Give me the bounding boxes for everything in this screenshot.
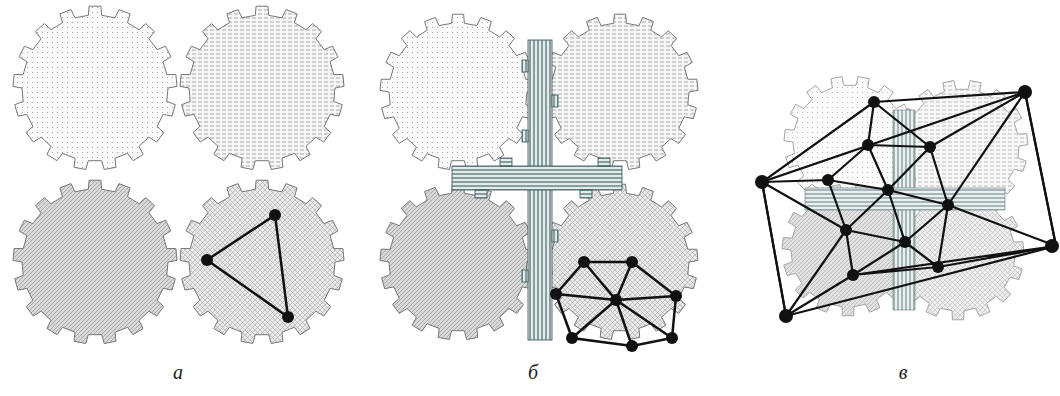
gear (380, 14, 536, 169)
graph-vertices (550, 256, 682, 352)
graph-vertices (201, 209, 294, 323)
gear-group-c (782, 77, 1028, 320)
panel-label: а (173, 362, 183, 382)
graph (762, 92, 1056, 316)
gear (13, 6, 177, 169)
panel-label: б (528, 362, 538, 382)
graph (207, 215, 288, 317)
gear-group-b (380, 14, 698, 352)
graph-vertices (755, 85, 1059, 323)
panel-label: в (899, 362, 908, 382)
gear (180, 6, 344, 169)
overlap-band (452, 40, 622, 340)
gear (13, 180, 177, 343)
gear (542, 14, 698, 169)
gear (380, 184, 536, 339)
graph (556, 262, 676, 346)
gear-group-a (13, 6, 344, 343)
gear (180, 180, 344, 343)
